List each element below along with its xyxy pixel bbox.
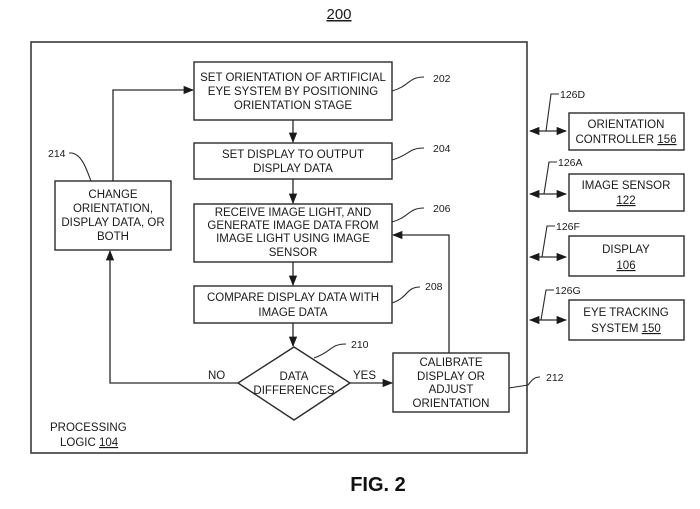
branch-label-no: NO xyxy=(208,370,225,382)
step-212-line1: CALIBRATE xyxy=(419,357,482,369)
step-202-line3: ORIENTATION STAGE xyxy=(234,100,353,112)
step-206-line3: IMAGE LIGHT USING IMAGE xyxy=(216,233,370,245)
step-202: SET ORIENTATION OF ARTIFICIAL EYE SYSTEM… xyxy=(193,61,393,121)
arrow-no-to-214 xyxy=(105,249,238,384)
bus-leader-126f xyxy=(541,225,555,258)
ref-label-212: 212 xyxy=(546,372,564,384)
ref-leader-214 xyxy=(69,152,92,182)
ref-label-202: 202 xyxy=(433,73,451,85)
peripheral-106-line1: DISPLAY xyxy=(602,244,650,256)
ref-leader-206 xyxy=(391,207,425,223)
peripheral-106-line2: 106 xyxy=(616,260,635,272)
figure-number: 200 xyxy=(326,6,351,23)
step-212-line3: ADJUST xyxy=(429,384,474,396)
peripheral-150-line2: SYSTEM 150 xyxy=(591,323,661,335)
arrow-212-to-206 xyxy=(391,230,450,353)
bus-label-126a: 126A xyxy=(558,157,583,169)
step-206-line1: RECEIVE IMAGE LIGHT, AND xyxy=(215,207,372,219)
step-212-line4: ORIENTATION xyxy=(413,398,490,410)
step-204-line1: SET DISPLAY TO OUTPUT xyxy=(222,149,364,161)
bus-leader-126g xyxy=(540,289,554,321)
bus-label-126g: 126G xyxy=(555,285,581,297)
ref-leader-212 xyxy=(508,376,541,389)
step-214-line4: BOTH xyxy=(97,231,129,243)
arrow-214-to-202 xyxy=(112,85,195,181)
peripheral-122-line1: IMAGE SENSOR xyxy=(582,180,671,192)
step-206: RECEIVE IMAGE LIGHT, AND GENERATE IMAGE … xyxy=(193,203,393,263)
step-208-line1: COMPARE DISPLAY DATA WITH xyxy=(207,292,379,304)
step-208: COMPARE DISPLAY DATA WITH IMAGE DATA xyxy=(193,285,393,324)
bus-leader-126d xyxy=(545,93,559,132)
step-202-line2: EYE SYSTEM BY POSITIONING xyxy=(208,86,378,98)
decision-210-line1: DATA xyxy=(280,371,309,383)
bus-label-126d: 126D xyxy=(560,89,586,101)
peripheral-156-line2: CONTROLLER 156 xyxy=(576,134,677,146)
step-214: CHANGE ORIENTATION, DISPLAY DATA, OR BOT… xyxy=(54,180,172,251)
bus-label-126f: 126F xyxy=(556,221,580,233)
processing-logic-boundary xyxy=(30,41,528,454)
step-214-line3: DISPLAY DATA, OR xyxy=(61,217,164,229)
peripheral-156-line1: ORIENTATION xyxy=(588,119,665,131)
processing-logic-label: PROCESSING xyxy=(50,422,127,434)
step-208-line2: IMAGE DATA xyxy=(258,307,328,319)
peripheral-image-sensor: IMAGE SENSOR 122 xyxy=(568,173,685,212)
peripheral-122-line2: 122 xyxy=(616,195,635,207)
processing-logic-ref: 104 xyxy=(99,437,119,449)
ref-label-204: 204 xyxy=(433,143,451,155)
decision-210-line2: DIFFERENCES xyxy=(253,385,334,397)
step-214-line2: ORIENTATION, xyxy=(73,203,153,215)
peripheral-150-line1: EYE TRACKING xyxy=(583,307,668,319)
peripheral-eye-tracking-system: EYE TRACKING SYSTEM 150 xyxy=(568,299,685,341)
ref-leader-202 xyxy=(391,76,425,92)
step-204-line2: DISPLAY DATA xyxy=(253,163,333,175)
ref-label-214: 214 xyxy=(48,148,66,160)
bus-leader-126a xyxy=(543,161,557,195)
ref-label-206: 206 xyxy=(433,203,451,215)
ref-label-208: 208 xyxy=(425,281,443,293)
processing-logic-label-prefix: LOGIC xyxy=(60,437,99,449)
ref-leader-204 xyxy=(391,147,425,161)
step-212-line2: DISPLAY OR xyxy=(417,371,485,383)
ref-leader-210 xyxy=(313,343,347,359)
step-212: CALIBRATE DISPLAY OR ADJUST ORIENTATION xyxy=(392,352,510,413)
step-206-line4: SENSOR xyxy=(269,247,318,259)
figure-caption: FIG. 2 xyxy=(350,474,406,496)
branch-label-yes: YES xyxy=(353,370,376,382)
ref-label-210: 210 xyxy=(351,339,369,351)
step-214-line1: CHANGE xyxy=(88,189,138,201)
ref-leader-208 xyxy=(391,286,421,304)
processing-logic-label-line2: LOGIC 104 xyxy=(60,437,119,449)
decision-210: DATA DIFFERENCES xyxy=(236,346,352,421)
step-206-line2: GENERATE IMAGE DATA FROM xyxy=(207,220,378,232)
peripheral-display: DISPLAY 106 xyxy=(568,235,685,277)
step-202-line1: SET ORIENTATION OF ARTIFICIAL xyxy=(200,72,386,84)
step-204: SET DISPLAY TO OUTPUT DISPLAY DATA xyxy=(193,142,393,180)
peripheral-orientation-controller: ORIENTATION CONTROLLER 156 xyxy=(568,112,685,151)
